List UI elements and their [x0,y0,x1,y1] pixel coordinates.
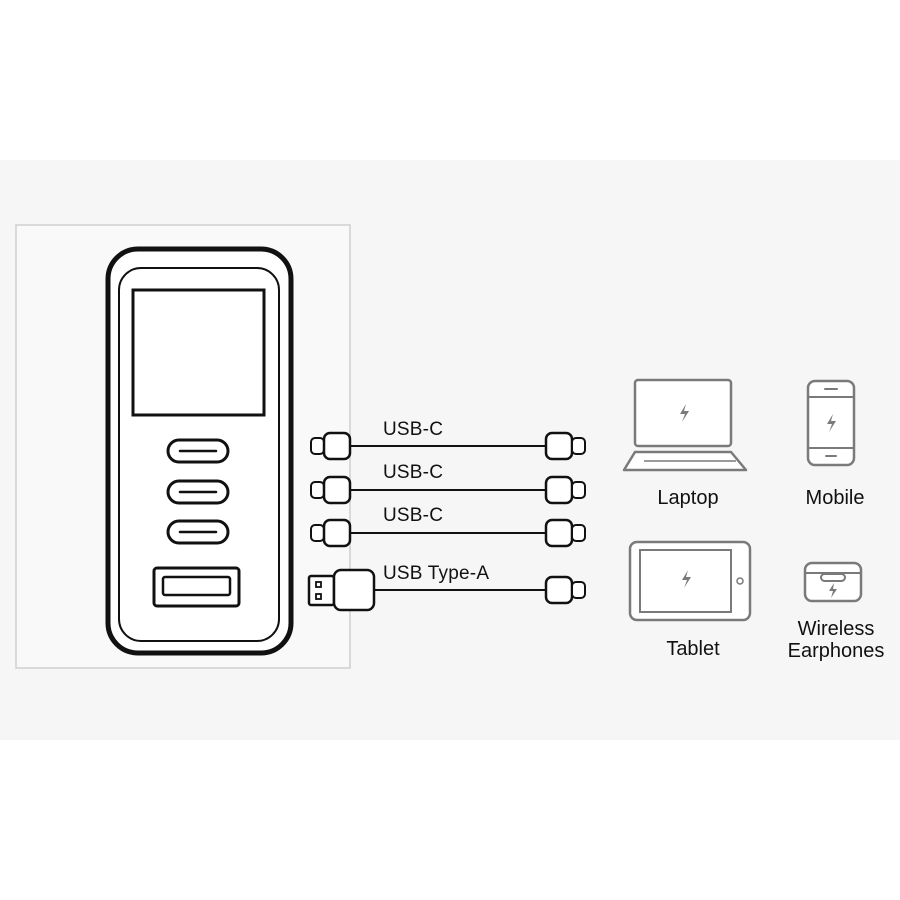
cable-usb-c-2: USB-C [310,462,586,505]
mobile-icon [806,379,856,467]
lightning-icon [682,570,691,588]
lightning-icon [680,404,689,422]
cable-usb-a: USB Type-A [307,563,586,612]
lightning-icon [829,583,837,598]
usb-c-plug-icon [544,475,586,505]
usb-c-plug-icon [544,431,586,461]
charger-display [131,288,266,417]
earphones-case-icon [803,561,863,603]
tablet-icon [628,540,752,622]
cable-usb-c-3: USB-C [310,505,586,548]
laptop-icon [622,378,748,472]
cable-label: USB Type-A [383,563,489,584]
charger-usb-c-port [166,479,230,505]
device-label-mobile: Mobile [806,487,865,509]
device-label-earphones-2: Earphones [788,640,885,662]
usb-c-plug-icon [544,575,586,605]
cable-label: USB-C [383,462,443,483]
charger-usb-c-port [166,438,230,464]
cable-label: USB-C [383,505,443,526]
device-label-earphones-1: Wireless [798,618,875,640]
charger-usb-c-port [166,519,230,545]
device-label-laptop: Laptop [657,487,718,509]
device-label-tablet: Tablet [666,638,720,660]
usb-a-plug-icon [307,568,376,612]
charger-usb-a-port [152,566,241,608]
usb-c-plug-icon [544,518,586,548]
cable-label: USB-C [383,419,443,440]
cable-usb-c-1: USB-C [310,419,586,461]
usb-c-plug-icon [310,475,352,505]
charger-icon [105,246,294,656]
lightning-icon [827,414,836,432]
usb-c-plug-icon [310,518,352,548]
usb-c-plug-icon [310,431,352,461]
